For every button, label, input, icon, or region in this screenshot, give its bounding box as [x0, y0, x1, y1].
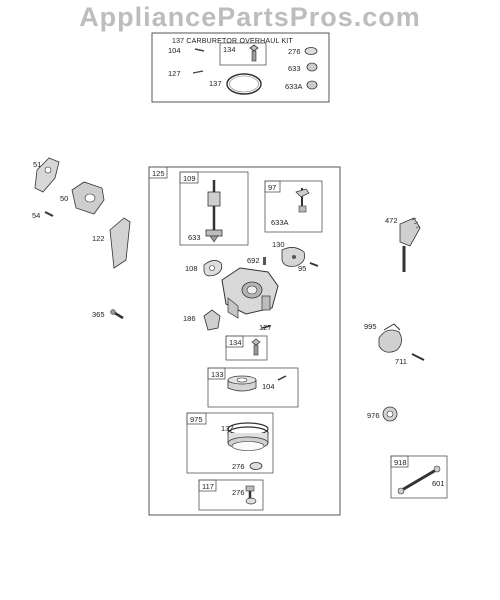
label-276a: 276 — [232, 462, 245, 471]
label-95: 95 — [298, 264, 307, 273]
label-kit-137: 137 — [209, 79, 222, 88]
label-130: 130 — [272, 240, 285, 249]
label-975: 975 — [190, 415, 203, 424]
pin-104 — [277, 375, 287, 381]
label-104: 104 — [262, 382, 275, 391]
kit-part-633a — [306, 80, 318, 90]
main-box-125 — [148, 166, 341, 516]
label-kit-127: 127 — [168, 69, 181, 78]
watermark: AppliancePartsPros.com — [79, 2, 421, 32]
part-51 — [34, 157, 60, 193]
label-kit-276: 276 — [288, 47, 301, 56]
label-109: 109 — [183, 174, 196, 183]
sub-box-117 — [198, 479, 264, 511]
label-276b: 276 — [232, 488, 245, 497]
kit-part-633 — [306, 62, 318, 72]
label-kit-633a: 633A — [285, 82, 303, 91]
part-995 — [378, 329, 402, 353]
label-633a: 633A — [271, 218, 289, 227]
label-kit-104: 104 — [168, 46, 181, 55]
label-601: 601 — [432, 479, 445, 488]
sub-box-133 — [207, 367, 299, 408]
kit-pin-127 — [192, 70, 204, 74]
label-692: 692 — [247, 256, 260, 265]
label-127: 127 — [259, 323, 272, 332]
part-95 — [309, 262, 319, 267]
label-633: 633 — [188, 233, 201, 242]
sub-box-97 — [264, 180, 323, 233]
label-108: 108 — [185, 264, 198, 273]
label-50: 50 — [60, 194, 69, 203]
kit-gasket-276 — [304, 47, 318, 55]
label-976: 976 — [367, 411, 380, 420]
part-711 — [411, 353, 425, 361]
label-137: 137 — [221, 424, 234, 433]
sub-box-134 — [225, 335, 268, 361]
sub-box-918 — [390, 455, 448, 499]
label-125: 125 — [152, 169, 165, 178]
label-kit-134: 134 — [223, 45, 236, 54]
part-127 — [261, 325, 271, 329]
label-kit-633: 633 — [288, 64, 301, 73]
kit-oring-137 — [226, 73, 262, 95]
label-117: 117 — [202, 482, 214, 491]
carburetor-body — [221, 267, 279, 319]
kit-needle-134 — [249, 44, 259, 52]
label-133: 133 — [211, 370, 224, 379]
part-692 — [263, 257, 266, 265]
label-122: 122 — [92, 234, 105, 243]
part-122 — [109, 217, 131, 269]
sub-box-975 — [186, 412, 274, 474]
label-711: 711 — [395, 357, 407, 366]
label-97: 97 — [268, 183, 277, 192]
label-472: 472 — [385, 216, 398, 225]
kit-title: 137 CARBURETOR OVERHAUL KIT — [172, 38, 293, 45]
part-186 — [203, 309, 221, 331]
label-918: 918 — [394, 458, 407, 467]
label-134: 134 — [229, 338, 242, 347]
kit-box — [151, 32, 330, 103]
sub-box-109 — [179, 171, 249, 246]
kit-pin-104 — [194, 48, 205, 52]
kit-sub-box-134 — [219, 42, 267, 66]
label-186: 186 — [183, 314, 196, 323]
part-54 — [44, 211, 54, 217]
gasket-276a — [249, 462, 263, 470]
part-601 — [401, 468, 437, 492]
label-54: 54 — [32, 211, 41, 220]
label-51: 51 — [33, 160, 42, 169]
label-995: 995 — [364, 322, 377, 331]
label-365: 365 — [92, 310, 105, 319]
